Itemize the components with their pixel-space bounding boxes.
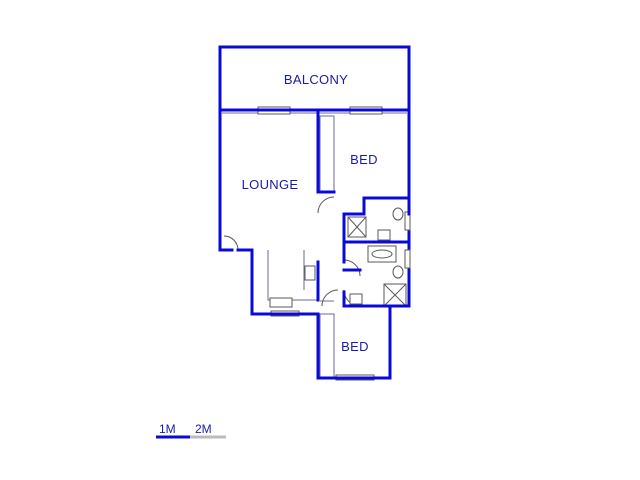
- walls: [218, 45, 411, 380]
- passage-door-swing: [321, 289, 339, 307]
- fixtures: [269, 207, 407, 308]
- basin-bottom: [349, 293, 363, 305]
- lounge-door-swing: [223, 235, 239, 251]
- room-label-bed-top: BED: [350, 152, 378, 167]
- room-label-lounge: LOUNGE: [242, 177, 299, 192]
- kitchen-sink: [269, 297, 293, 308]
- toilet-top: [392, 207, 404, 221]
- scale-bar: 1M 2M: [156, 422, 226, 439]
- bath-window-2: [404, 249, 411, 269]
- scale-label-2m: 2M: [195, 422, 212, 436]
- room-label-balcony: BALCONY: [284, 72, 348, 87]
- scale-label-1m: 1M: [159, 422, 176, 436]
- bath-door-swing: [343, 259, 361, 277]
- room-label-bed-bottom: BED: [341, 339, 369, 354]
- basin-top: [377, 229, 391, 241]
- toilet-mid: [392, 265, 404, 279]
- bed-door-swing: [317, 196, 335, 214]
- stove: [304, 265, 316, 281]
